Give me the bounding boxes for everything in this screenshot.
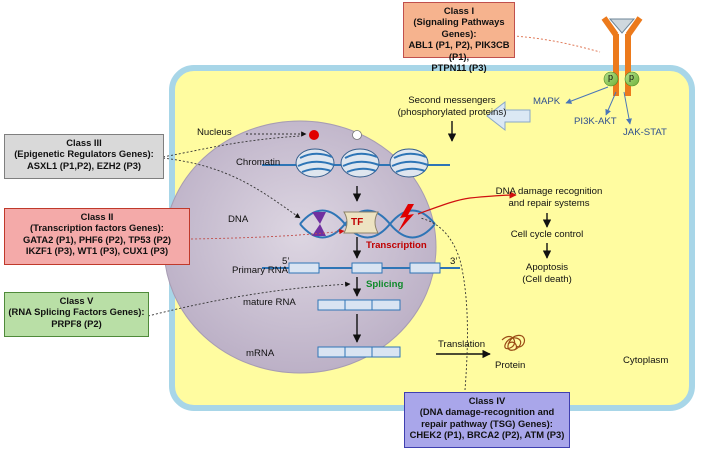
primary-rna-label: Primary RNA: [232, 265, 288, 276]
receptor-p-left: p: [608, 72, 614, 82]
dna-damage-label: DNA damage recognition and repair system…: [484, 186, 614, 210]
protein-label: Protein: [495, 360, 526, 371]
class-iii-box: Class III (Epigenetic Regulators Genes):…: [4, 134, 164, 179]
apoptosis-line1: Apoptosis: [525, 262, 569, 273]
dna-label: DNA: [228, 214, 249, 225]
class-v-line2: PRPF8 (P2): [51, 317, 102, 329]
lightning-icon: [398, 204, 414, 232]
class-i-title: Class I: [443, 5, 475, 16]
protein-icon: [501, 334, 526, 351]
mrna-bar: [317, 346, 401, 358]
exon-3: [409, 262, 441, 274]
second-messengers-line2: (phosphorylated proteins): [397, 107, 507, 118]
mature-rna-label: mature RNA: [243, 297, 296, 308]
class-iv-line1: (DNA damage-recognition and: [419, 406, 555, 418]
apoptosis-line2: (Cell death): [522, 274, 572, 285]
tf-label: TF: [351, 217, 364, 228]
class-ii-line1: (Transcription factors Genes):: [30, 222, 164, 234]
exon-1: [288, 262, 320, 274]
transcription-label: Transcription: [366, 240, 427, 251]
class-iv-title: Class IV: [468, 395, 506, 406]
exon-2: [351, 262, 383, 274]
nucleosome-1: [295, 148, 335, 178]
signal-block-arrow: [486, 100, 531, 132]
class-v-line1: (RNA Splicing Factors Genes):: [8, 306, 145, 318]
class-iii-title: Class III: [66, 137, 102, 148]
receptor-p-right: p: [629, 72, 635, 82]
class-ii-line3: IKZF1 (P3), WT1 (P3), CUX1 (P3): [25, 245, 169, 257]
phospho-circle-left: [603, 71, 619, 87]
class-ii-box: Class II (Transcription factors Genes): …: [4, 208, 190, 265]
class-i-line1: (Signaling Pathways Genes):: [413, 16, 505, 39]
five-prime-label: 5’: [282, 256, 290, 267]
purple-binding-protein-icon: [312, 212, 326, 224]
class-i-box: Class I (Signaling Pathways Genes): ABL1…: [403, 2, 515, 73]
class-ii-title: Class II: [80, 211, 114, 222]
dna-helix: [299, 209, 436, 239]
cytoplasm-label: Cytoplasm: [623, 355, 669, 366]
mature-rna-bar: [317, 299, 401, 311]
class-i-line2: ABL1 (P1, P2), PIK3CB (P1),: [408, 39, 510, 62]
three-prime-label: 3’: [450, 256, 458, 267]
tf-icon: [343, 211, 379, 234]
mrna-label: mRNA: [246, 348, 275, 359]
nucleus-label: Nucleus: [197, 127, 232, 138]
second-messengers-line1: Second messengers: [408, 95, 496, 106]
splicing-label: Splicing: [366, 279, 404, 290]
class-iv-box: Class IV (DNA damage-recognition and rep…: [404, 392, 570, 448]
class-v-box: Class V (RNA Splicing Factors Genes): PR…: [4, 292, 149, 337]
dna-damage-line2: and repair systems: [508, 198, 590, 209]
class-ii-line2: GATA2 (P1), PHF6 (P2), TP53 (P2): [22, 233, 172, 245]
nucleosome-2: [340, 148, 380, 178]
translation-label: Translation: [438, 339, 486, 350]
cell-cycle-label: Cell cycle control: [510, 229, 584, 240]
apoptosis-label: Apoptosis (Cell death): [504, 262, 590, 286]
class-iii-line2: ASXL1 (P1,P2), EZH2 (P3): [26, 159, 142, 171]
jak-stat-label: JAK-STAT: [623, 127, 667, 138]
red-methyl-marker: [309, 130, 319, 140]
class-iii-line1: (Epigenetic Regulators Genes):: [14, 148, 154, 160]
receptor-icon: [601, 16, 643, 96]
white-marker: [352, 130, 362, 140]
second-messengers-label: Second messengers (phosphorylated protei…: [384, 95, 520, 119]
class-iv-line2: repair pathway (TSG) Genes):: [421, 417, 553, 429]
class-iv-line3: CHEK2 (P1), BRCA2 (P2), ATM (P3): [409, 429, 565, 441]
dna-damage-line1: DNA damage recognition: [495, 186, 603, 197]
class-v-title: Class V: [59, 295, 94, 306]
nucleosome-3: [389, 148, 429, 178]
phospho-circle-right: [624, 71, 640, 87]
class-i-line3: PTPN11 (P3): [431, 62, 487, 74]
pi3k-akt-label: PI3K-AKT: [574, 116, 617, 127]
mapk-label: MAPK: [533, 96, 561, 107]
chromatin-label: Chromatin: [236, 157, 281, 168]
